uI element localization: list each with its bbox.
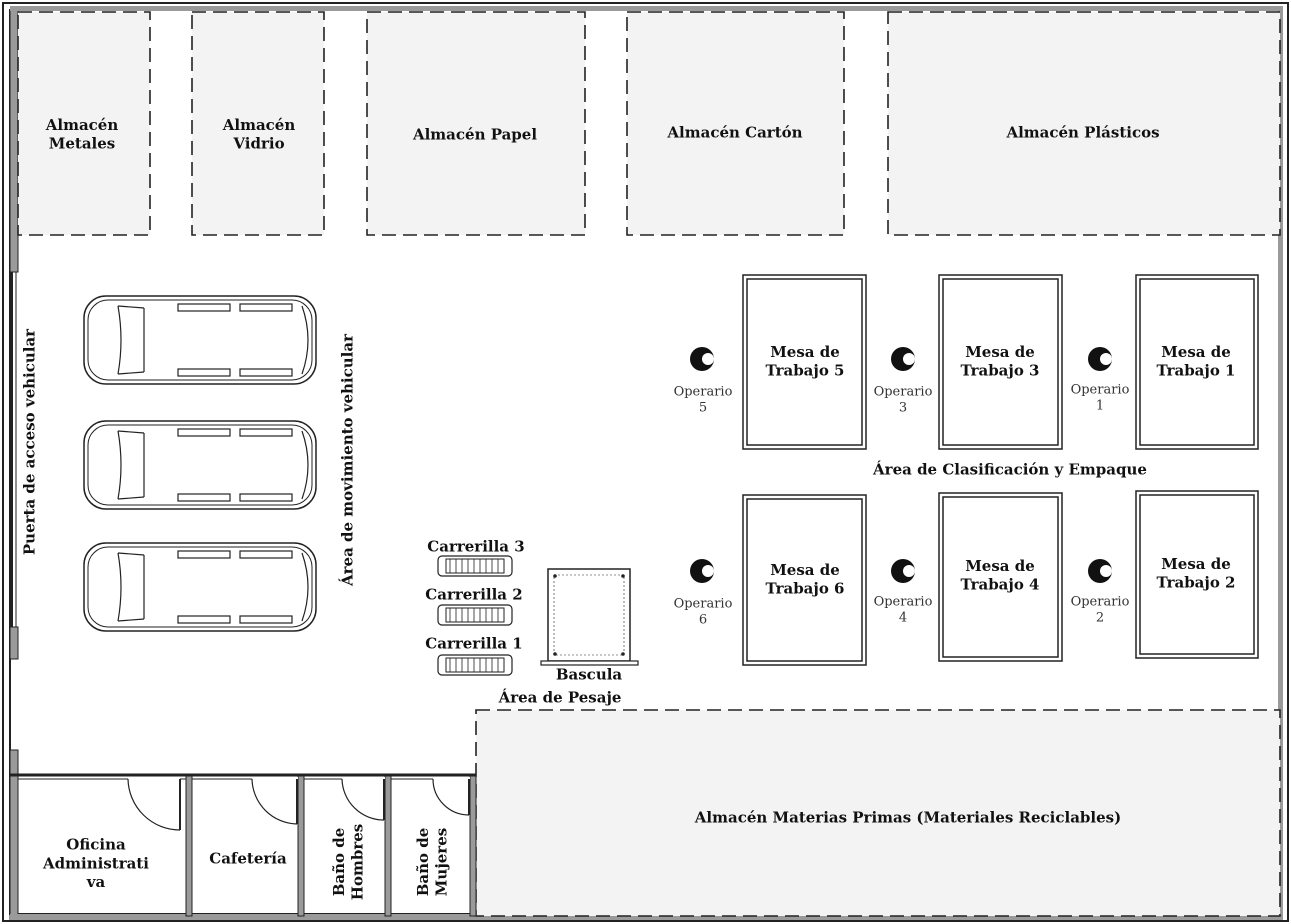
vehicle-movement-label: Área de movimiento vehicular [338, 333, 356, 587]
cart-3-label: Carrerilla 3 [427, 537, 524, 555]
work-table-1[interactable] [1135, 274, 1259, 450]
operator-icon [1088, 347, 1112, 371]
bath-men-door[interactable] [341, 777, 385, 821]
work-table-3[interactable] [938, 274, 1063, 450]
storage-carton-label: Almacén Cartón [666, 123, 802, 141]
storage-vidrio[interactable] [191, 11, 325, 236]
rooms-block [10, 773, 477, 917]
vehicle-2 [83, 420, 317, 510]
operator-icon [690, 559, 714, 583]
bath-women-label: Baño deMujeres [414, 828, 451, 897]
vehicle-3 [83, 542, 317, 632]
bath-men-label: Baño deHombres [330, 824, 367, 900]
cart-1[interactable] [437, 654, 513, 676]
office-door[interactable] [127, 777, 181, 831]
vehicle-gate[interactable] [11, 272, 17, 627]
storage-plasticos[interactable] [887, 11, 1281, 236]
work-table-4[interactable] [938, 492, 1063, 662]
operator-icon [891, 559, 915, 583]
bath-women-door[interactable] [432, 777, 470, 816]
storage-metales[interactable] [17, 11, 151, 236]
cart-2-label: Carrerilla 2 [425, 585, 522, 603]
classification-area-label: Área de Clasificación y Empaque [872, 460, 1147, 478]
vehicle-1 [83, 295, 317, 385]
work-table-6[interactable] [742, 494, 867, 666]
operator-icon [891, 347, 915, 371]
storage-carton[interactable] [626, 11, 845, 236]
operator-icon [690, 347, 714, 371]
storage-papel[interactable] [366, 11, 586, 236]
cart-3[interactable] [437, 555, 513, 577]
vehicle-gate-label: Puerta de acceso vehicular [20, 328, 38, 555]
work-table-2[interactable] [1135, 490, 1259, 659]
cart-2[interactable] [437, 604, 513, 626]
work-table-5[interactable] [742, 274, 867, 450]
storage-papel-label: Almacén Papel [412, 125, 537, 143]
scale-label: Bascula [556, 665, 623, 683]
storage-materias-primas-label: Almacén Materias Primas (Materiales Reci… [694, 808, 1121, 826]
operator-icon [1088, 559, 1112, 583]
storage-plasticos-label: Almacén Plásticos [1005, 123, 1159, 141]
cafeteria-door[interactable] [251, 777, 298, 825]
weighing-area-label: Área de Pesaje [498, 688, 622, 706]
cafeteria-label: Cafetería [209, 849, 287, 867]
scale[interactable] [540, 568, 639, 666]
storage-materias-primas[interactable] [475, 709, 1281, 917]
cart-1-label: Carrerilla 1 [425, 634, 522, 652]
